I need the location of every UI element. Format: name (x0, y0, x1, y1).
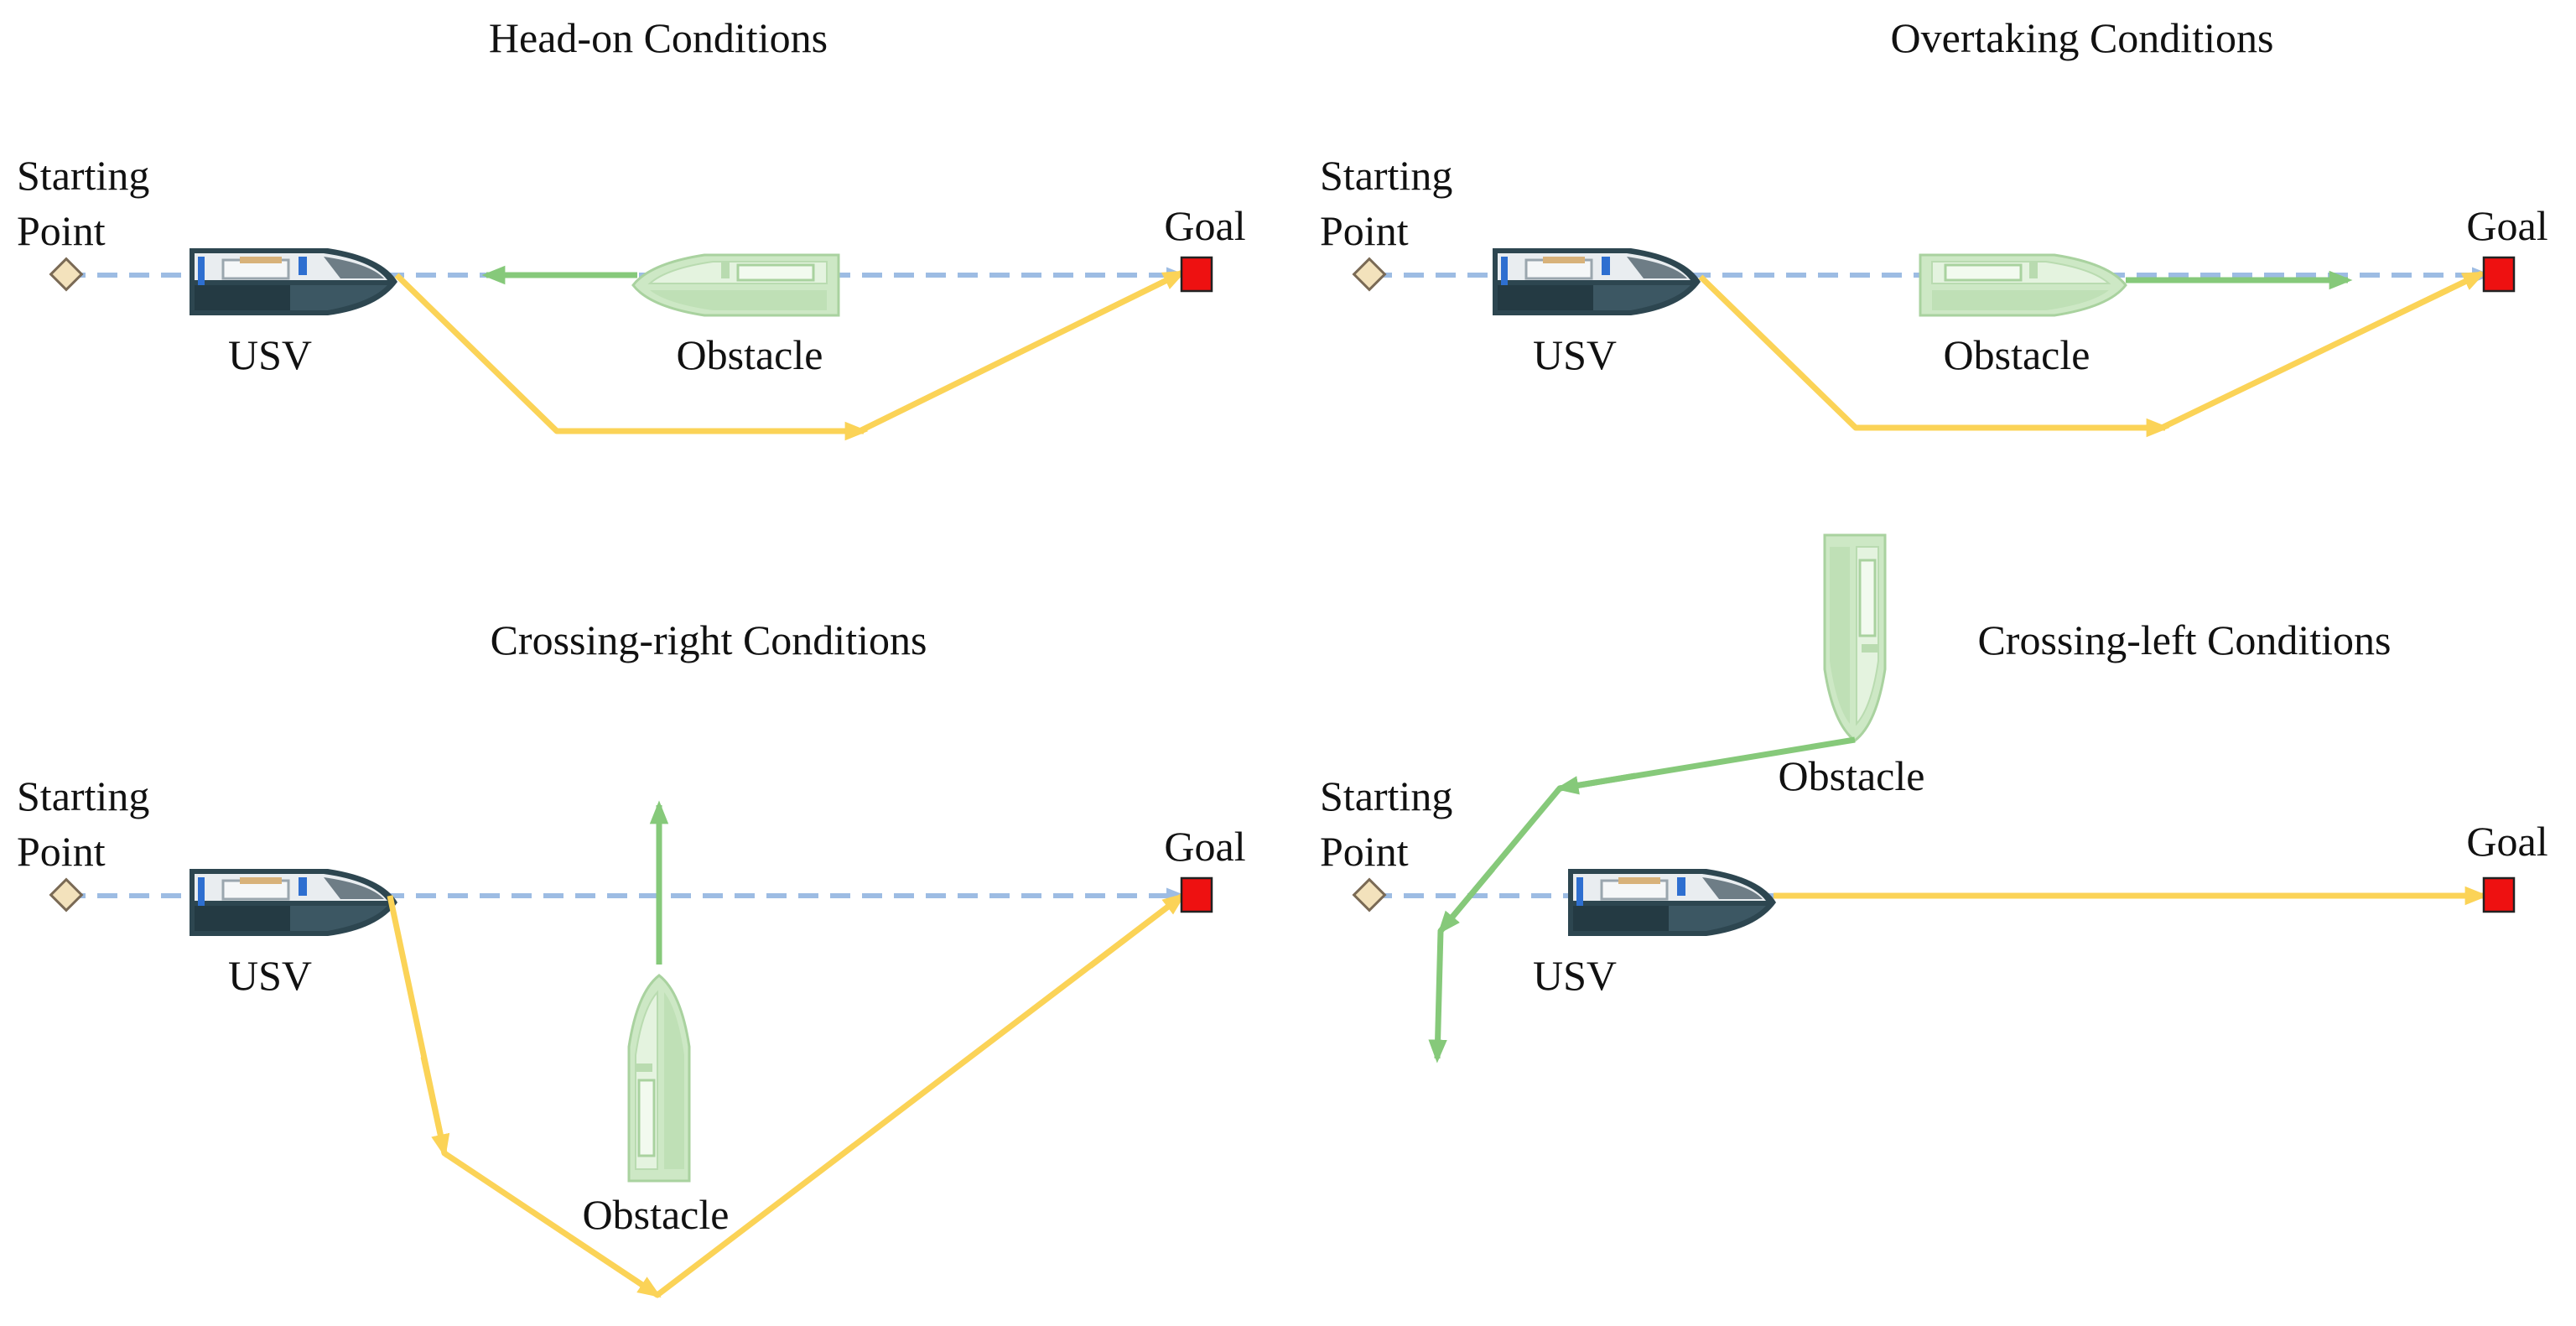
obstacle-label: Obstacle (1779, 752, 1925, 799)
path-segment-arrow (1088, 892, 1187, 969)
usv-boat-icon (1491, 247, 1702, 317)
start-diamond-icon (1352, 877, 1387, 913)
path-segment-arrow (569, 1235, 662, 1298)
start-label: Starting (1320, 772, 1452, 819)
goal-square-icon (2482, 876, 2516, 913)
start-label: Point (1320, 828, 1409, 875)
goal-square-icon (1180, 876, 1213, 913)
obstacle-heading-arrow (1555, 772, 1636, 795)
panel-title: Crossing-left Conditions (1977, 616, 2391, 663)
start-label: Starting (17, 152, 149, 199)
path-segment-arrow (420, 1056, 450, 1158)
panel-overtaking: Overtaking Conditions Starting Point Goa… (1320, 14, 2548, 438)
obstacle-path (1428, 736, 1856, 1063)
usv-label: USV (1533, 952, 1617, 999)
obstacle-boat-icon (1919, 253, 2127, 317)
obstacle-boat-icon (1823, 533, 1887, 742)
panel-crossing-left: Crossing-left Conditions Starting Point … (1320, 533, 2548, 1063)
path-segment-arrow (1088, 269, 1187, 321)
obstacle-label: Obstacle (1944, 331, 2090, 378)
panel-crossing-right: Crossing-right Conditions Starting Point… (17, 616, 1246, 1298)
obstacle-heading-arrow (1437, 866, 1495, 935)
planned-path (1698, 270, 2484, 431)
start-label: Point (1320, 207, 1409, 254)
panel-title: Head-on Conditions (489, 14, 828, 61)
planned-path (387, 893, 1185, 1298)
start-label: Starting (1320, 152, 1452, 199)
goal-label: Goal (1164, 823, 1245, 870)
goal-label: Goal (2466, 202, 2547, 249)
goal-label: Goal (1164, 202, 1245, 249)
obstacle-label: Obstacle (583, 1191, 730, 1238)
obstacle-boat-icon (627, 974, 691, 1183)
start-diamond-icon (49, 877, 84, 913)
start-label: Point (17, 207, 106, 254)
usv-label: USV (1533, 331, 1617, 378)
obstacle-label: Obstacle (677, 331, 823, 378)
start-label: Starting (17, 772, 149, 819)
start-diamond-icon (1352, 257, 1387, 292)
usv-boat-icon (188, 867, 399, 938)
goal-square-icon (1180, 256, 1213, 293)
path-segment-arrow (2388, 270, 2487, 321)
planned-path (394, 269, 1184, 434)
usv-label: USV (228, 952, 312, 999)
usv-boat-icon (188, 247, 399, 317)
panel-title: Crossing-right Conditions (491, 616, 927, 663)
start-diamond-icon (49, 257, 84, 292)
panel-title: Overtaking Conditions (1891, 14, 2274, 61)
panel-head-on: Head-on Conditions Starting Point Goal U… (17, 14, 1246, 441)
obstacle-boat-icon (631, 253, 840, 317)
usv-boat-icon (1566, 867, 1778, 938)
goal-square-icon (2482, 256, 2516, 293)
goal-label: Goal (2466, 818, 2547, 865)
start-label: Point (17, 828, 106, 875)
usv-label: USV (228, 331, 312, 378)
